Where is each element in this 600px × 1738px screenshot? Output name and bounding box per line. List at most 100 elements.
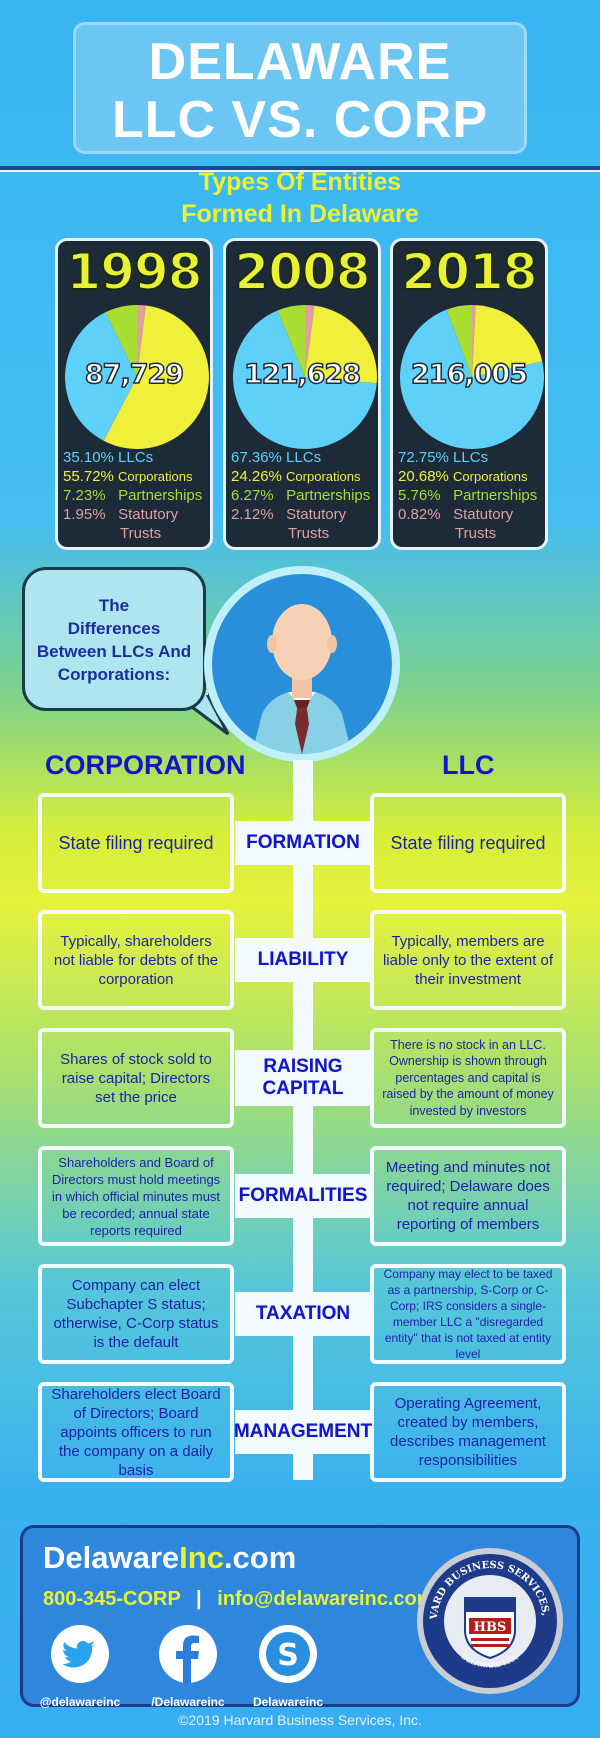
bubble-line-3: Between LLCs And (36, 642, 192, 661)
corp-formation-cell: State filing required (38, 793, 234, 893)
management-label: MANAGEMENT (234, 1410, 372, 1454)
brand-suffix: .com (223, 1540, 297, 1575)
subtitle-line-2: Formed In Delaware (181, 200, 419, 228)
twitter-link[interactable]: @delawareinc (35, 1624, 125, 1709)
header-divider-highlight (0, 170, 600, 172)
corp-raising-capital-cell: Shares of stock sold to raise capital; D… (38, 1028, 234, 1128)
stat-statutory-trusts: 0.82% Statutory (398, 506, 514, 523)
stat-llc: 72.75% LLCs (398, 449, 489, 466)
header-divider (0, 166, 600, 170)
stat-statutory-trusts-cont: Trusts (455, 525, 497, 542)
copyright-text: ©2019 Harvard Business Services, Inc. (178, 1712, 422, 1728)
title-box: DELAWARE LLC VS. CORP (73, 22, 527, 154)
facebook-link[interactable]: /Delawareinc (143, 1624, 233, 1709)
bubble-line-2: Differences (67, 619, 161, 638)
facebook-handle: /Delawareinc (151, 1695, 225, 1709)
pie-slice-partnerships (446, 305, 472, 377)
pie-slice-partnerships (277, 305, 305, 377)
formalities-label: FORMALITIES (235, 1174, 371, 1218)
pie-slice-corporations (103, 305, 209, 449)
pie-slice-partnerships (105, 305, 137, 377)
total-entities: 216,005 (410, 358, 528, 391)
corp-liability-cell: Typically, shareholders not liable for d… (38, 910, 234, 1010)
brand-accent: Inc (179, 1540, 224, 1575)
contact-line: 800-345-CORP | info@delawareinc.com (43, 1588, 435, 1611)
stats-list: 67.36% LLCs 24.26% Corporations 6.27% Part… (231, 448, 381, 543)
year-card-1998: 1998 87,729 35.10% LLCs 55.72% Corporations… (55, 238, 213, 550)
contact-separator: | (196, 1588, 202, 1610)
stat-llc: 67.36% LLCs (231, 449, 322, 466)
brand-main: Delaware (43, 1540, 180, 1575)
stat-partnerships: 6.27% Partnerships (231, 487, 371, 504)
stat-partnerships: 5.76% Partnerships (398, 487, 538, 504)
facebook-icon (159, 1625, 217, 1683)
stat-corporations: 24.26% Corporations (231, 468, 361, 485)
pie-slice-llcs (233, 310, 377, 449)
stats-list: 35.10% LLCs 55.72% Corporations 7.23% Part… (63, 448, 213, 543)
pie-slice-statutory-trusts (137, 305, 146, 377)
hbs-seal-logo: HARVARD BUSINESS SERVICES, INC. DELAWARE… (415, 1546, 563, 1694)
llc-formation-cell: State filing required (370, 793, 566, 893)
pie-slice-corporations (305, 305, 377, 384)
brand-name[interactable]: DelawareInc.com (43, 1540, 296, 1576)
corp-formalities-cell: Shareholders and Board of Directors must… (38, 1146, 234, 1246)
comparison-spine (293, 760, 313, 1480)
title-line-2: LLC VS. CORP (111, 91, 489, 149)
llc-taxation-cell: Company may elect to be taxed as a partn… (370, 1264, 566, 1364)
llc-formalities-cell: Meeting and minutes not required; Delawa… (370, 1146, 566, 1246)
year-card-2008: 2008 121,628 67.36% LLCs 24.26% Corporation… (223, 238, 381, 550)
entity-pie-chart (233, 305, 377, 449)
seal-center-text: HBS (474, 1620, 507, 1635)
stat-partnerships: 7.23% Partnerships (63, 487, 203, 504)
stat-statutory-trusts-cont: Trusts (288, 525, 330, 542)
stat-statutory-trusts: 1.95% Statutory (63, 506, 179, 523)
llc-management-cell: Operating Agreement, created by members,… (370, 1382, 566, 1482)
entity-pie-chart (65, 305, 209, 449)
total-entities: 87,729 (84, 358, 185, 391)
stat-statutory-trusts-cont: Trusts (120, 525, 162, 542)
subtitle-line-1: Types Of Entities (198, 168, 402, 196)
year-card-2018: 2018 216,005 72.75% LLCs 20.68% Corporation… (390, 238, 548, 550)
footer-panel: DelawareInc.com 800-345-CORP | info@dela… (20, 1525, 580, 1709)
speech-bubble: The Differences Between LLCs And Corpora… (22, 567, 206, 711)
pie-slice-corporations (472, 305, 543, 377)
businessman-icon (252, 604, 352, 754)
corporation-column-heading: CORPORATION (45, 750, 246, 780)
twitter-handle: @delawareinc (39, 1695, 121, 1709)
stats-list: 72.75% LLCs 20.68% Corporations 5.76% Part… (398, 448, 548, 543)
llc-raising-capital-cell: There is no stock in an LLC. Ownership i… (370, 1028, 566, 1128)
year-label: 2018 (400, 242, 538, 302)
svg-text:S: S (277, 1638, 299, 1673)
pie-slice-llcs (400, 309, 544, 449)
skype-icon: S (259, 1625, 317, 1683)
bubble-line-4: Corporations: (57, 665, 171, 684)
year-label: 2008 (233, 242, 371, 302)
corp-management-cell: Shareholders elect Board of Directors; B… (38, 1382, 234, 1482)
pie-slice-statutory-trusts (305, 305, 315, 377)
twitter-icon (51, 1625, 109, 1683)
section-subtitle: Types Of Entities Formed In Delaware (0, 166, 600, 230)
stat-statutory-trusts: 2.12% Statutory (231, 506, 347, 523)
llc-column-heading: LLC (442, 750, 495, 780)
skype-link[interactable]: S Delawareinc (243, 1624, 333, 1709)
llc-liability-cell: Typically, members are liable only to th… (370, 910, 566, 1010)
stat-corporations: 55.72% Corporations (63, 468, 193, 485)
pie-slice-statutory-trusts (472, 305, 476, 377)
skype-handle: Delawareinc (252, 1695, 324, 1709)
email-link[interactable]: info@delawareinc.com (217, 1588, 435, 1610)
phone-number[interactable]: 800-345-CORP (43, 1588, 181, 1610)
taxation-label: TAXATION (235, 1292, 371, 1336)
bubble-line-1: The (98, 596, 130, 615)
stat-llc: 35.10% LLCs (63, 449, 154, 466)
total-entities: 121,628 (243, 358, 361, 391)
pie-slice-llcs (65, 312, 137, 441)
liability-label: LIABILITY (235, 938, 371, 982)
avatar (212, 574, 392, 754)
title-line-1: DELAWARE (148, 33, 452, 91)
formation-label: FORMATION (235, 821, 371, 865)
stat-corporations: 20.68% Corporations (398, 468, 528, 485)
year-label: 1998 (65, 242, 203, 302)
corp-taxation-cell: Company can elect Subchapter S status; o… (38, 1264, 234, 1364)
entity-pie-chart (400, 305, 544, 449)
